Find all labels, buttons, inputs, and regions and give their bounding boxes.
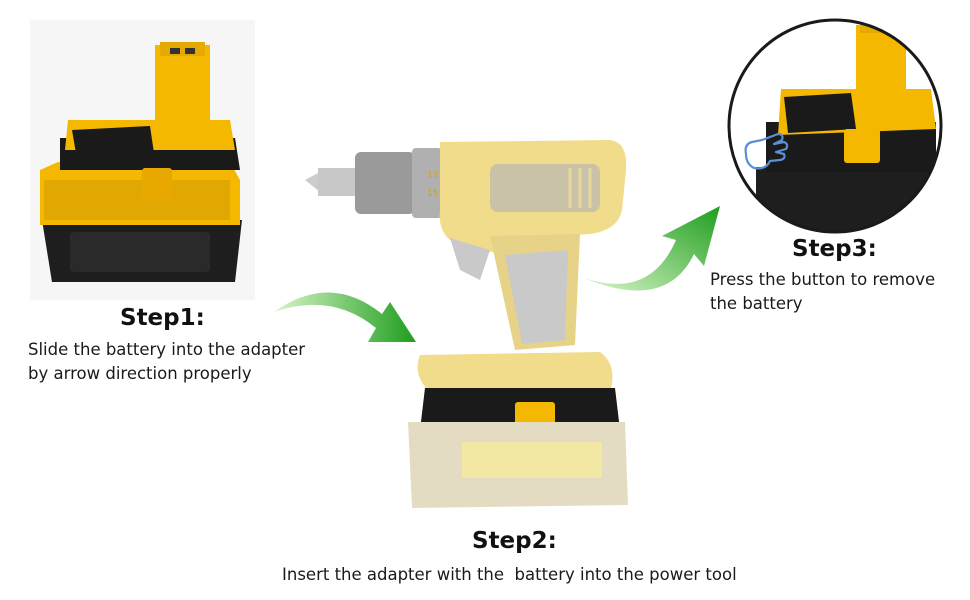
step1-battery-image [30,20,255,300]
step3-description-line-1: Press the button to remove [710,270,936,289]
step2-title: Step2: [472,528,557,554]
step1-description-line-1: Slide the battery into the adapter [28,340,306,359]
curved-arrow-icon [270,280,420,355]
chuck-number-15: 15 [427,189,438,199]
step3-title: Step3: [792,236,877,262]
curved-arrow-icon [580,200,725,295]
drill-image: 13 15 [300,130,630,520]
step3-description-line-2: the battery [710,294,803,313]
step1-description-line-2: by arrow direction properly [28,364,252,383]
step3-closeup-image [726,17,944,235]
hand-press-icon [740,128,792,172]
step2-description: Insert the adapter with the battery into… [282,565,737,584]
step1-title: Step1: [120,305,205,331]
chuck-number-13: 13 [427,171,438,181]
